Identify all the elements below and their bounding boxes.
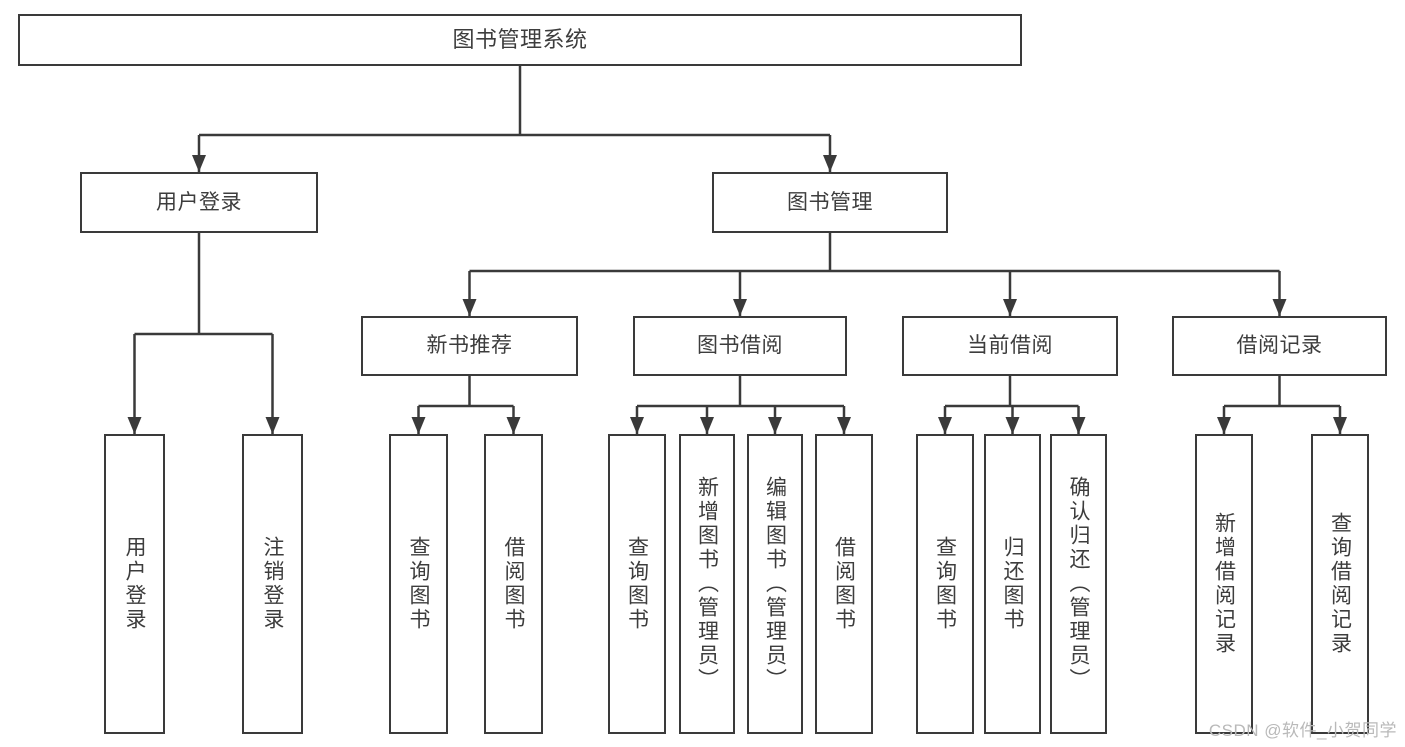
node-label: 注销登录 [261,536,284,632]
node-new-book-rec[interactable]: 新书推荐 [361,316,578,376]
node-label: 图书管理 [787,190,873,214]
node-label: 查询借阅记录 [1328,512,1352,656]
node-label: 查询图书 [407,536,430,632]
arrowhead-icon [1272,299,1287,316]
node-label: 图书借阅 [697,334,783,358]
arrowhead-icon [938,417,952,434]
node-label: 查询图书 [933,536,957,632]
node-label: 当前借阅 [967,334,1053,358]
node-leaf-confirm-return[interactable]: 确认归还（管理员） [1050,434,1107,734]
node-leaf-borrow-book-rec[interactable]: 借阅图书 [484,434,543,734]
node-user-login[interactable]: 用户登录 [80,172,318,233]
node-leaf-edit-book[interactable]: 编辑图书（管理员） [747,434,803,734]
node-leaf-add-record[interactable]: 新增借阅记录 [1195,434,1253,734]
node-book-borrow[interactable]: 图书借阅 [633,316,847,376]
arrowhead-icon [1005,417,1020,434]
node-label: 借阅图书 [832,536,856,632]
node-label: 归还图书 [1001,536,1024,632]
node-label: 查询图书 [625,536,649,632]
node-leaf-query-book-current[interactable]: 查询图书 [916,434,974,734]
arrowhead-icon [192,155,206,172]
node-label: 编辑图书（管理员） [763,476,787,692]
arrowhead-icon [700,417,714,434]
arrowhead-icon [1217,417,1231,434]
node-root[interactable]: 图书管理系统 [18,14,1022,66]
arrowhead-icon [1071,417,1086,434]
node-leaf-logout[interactable]: 注销登录 [242,434,303,734]
node-leaf-query-book-borrow[interactable]: 查询图书 [608,434,666,734]
node-label: 新增图书（管理员） [695,476,719,692]
node-leaf-return-book[interactable]: 归还图书 [984,434,1041,734]
arrowhead-icon [823,155,837,172]
node-label: 确认归还（管理员） [1067,476,1090,692]
arrowhead-icon [1333,417,1347,434]
arrowhead-icon [1003,299,1017,316]
node-label: 借阅图书 [502,536,525,632]
node-label: 图书管理系统 [452,26,588,52]
node-label: 用户登录 [156,190,242,214]
node-current-borrow[interactable]: 当前借阅 [902,316,1118,376]
arrowhead-icon [411,417,426,434]
arrowhead-icon [265,417,280,434]
arrowhead-icon [733,299,747,316]
node-leaf-add-book[interactable]: 新增图书（管理员） [679,434,735,734]
node-label: 用户登录 [123,536,146,632]
arrowhead-icon [630,417,644,434]
arrowhead-icon [127,417,142,434]
arrowhead-icon [837,417,851,434]
node-label: 新增借阅记录 [1212,512,1236,656]
node-label: 新书推荐 [426,334,513,358]
node-label: 借阅记录 [1236,334,1323,358]
node-leaf-query-record[interactable]: 查询借阅记录 [1311,434,1369,734]
node-leaf-borrow-book[interactable]: 借阅图书 [815,434,873,734]
node-leaf-query-book-rec[interactable]: 查询图书 [389,434,448,734]
arrowhead-icon [768,417,782,434]
arrowhead-icon [506,417,521,434]
node-leaf-user-login[interactable]: 用户登录 [104,434,165,734]
node-borrow-record[interactable]: 借阅记录 [1172,316,1387,376]
node-book-manage[interactable]: 图书管理 [712,172,948,233]
arrowhead-icon [462,299,477,316]
